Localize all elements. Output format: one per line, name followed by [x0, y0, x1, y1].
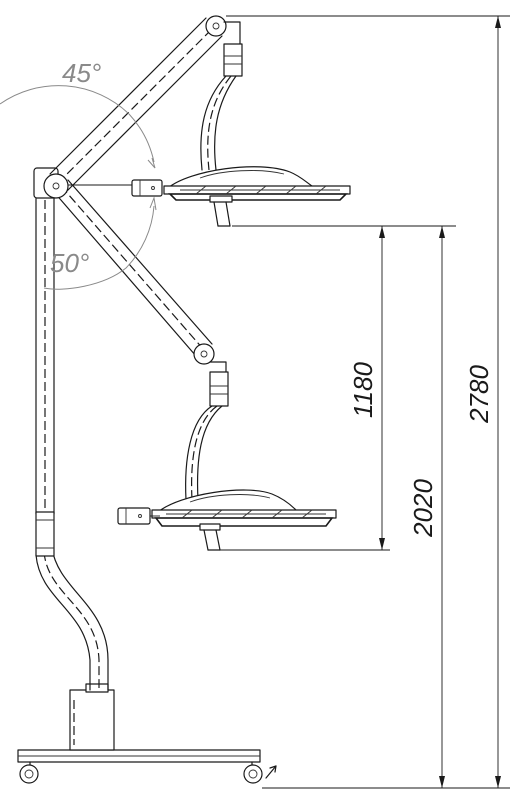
upper-lamp-arm: [200, 21, 243, 171]
upper-lamp-head-icon: [163, 166, 351, 227]
vertical-column: [33, 167, 59, 557]
caster-wheel-left-icon: [19, 761, 39, 784]
lower-lamp-arm: [185, 361, 229, 501]
lower-arm: [43, 173, 215, 365]
angle-label-50: 50°: [50, 248, 89, 278]
dimension-label-2020: 2020: [408, 479, 438, 538]
curved-lower-stem: [35, 547, 109, 691]
dimension-lines: [212, 15, 510, 789]
caster-wheel-right-icon: [243, 761, 277, 784]
dimension-label-2780: 2780: [464, 365, 494, 424]
angle-arcs: [0, 85, 157, 290]
lower-side-handle: [117, 507, 160, 525]
dimension-label-1180: 1180: [348, 362, 378, 418]
upper-arm: [49, 15, 227, 193]
angle-label-45: 45°: [62, 58, 101, 88]
upper-side-handle: [66, 179, 163, 197]
lower-lamp-head-icon: [151, 489, 337, 551]
mobile-base: [17, 683, 261, 763]
